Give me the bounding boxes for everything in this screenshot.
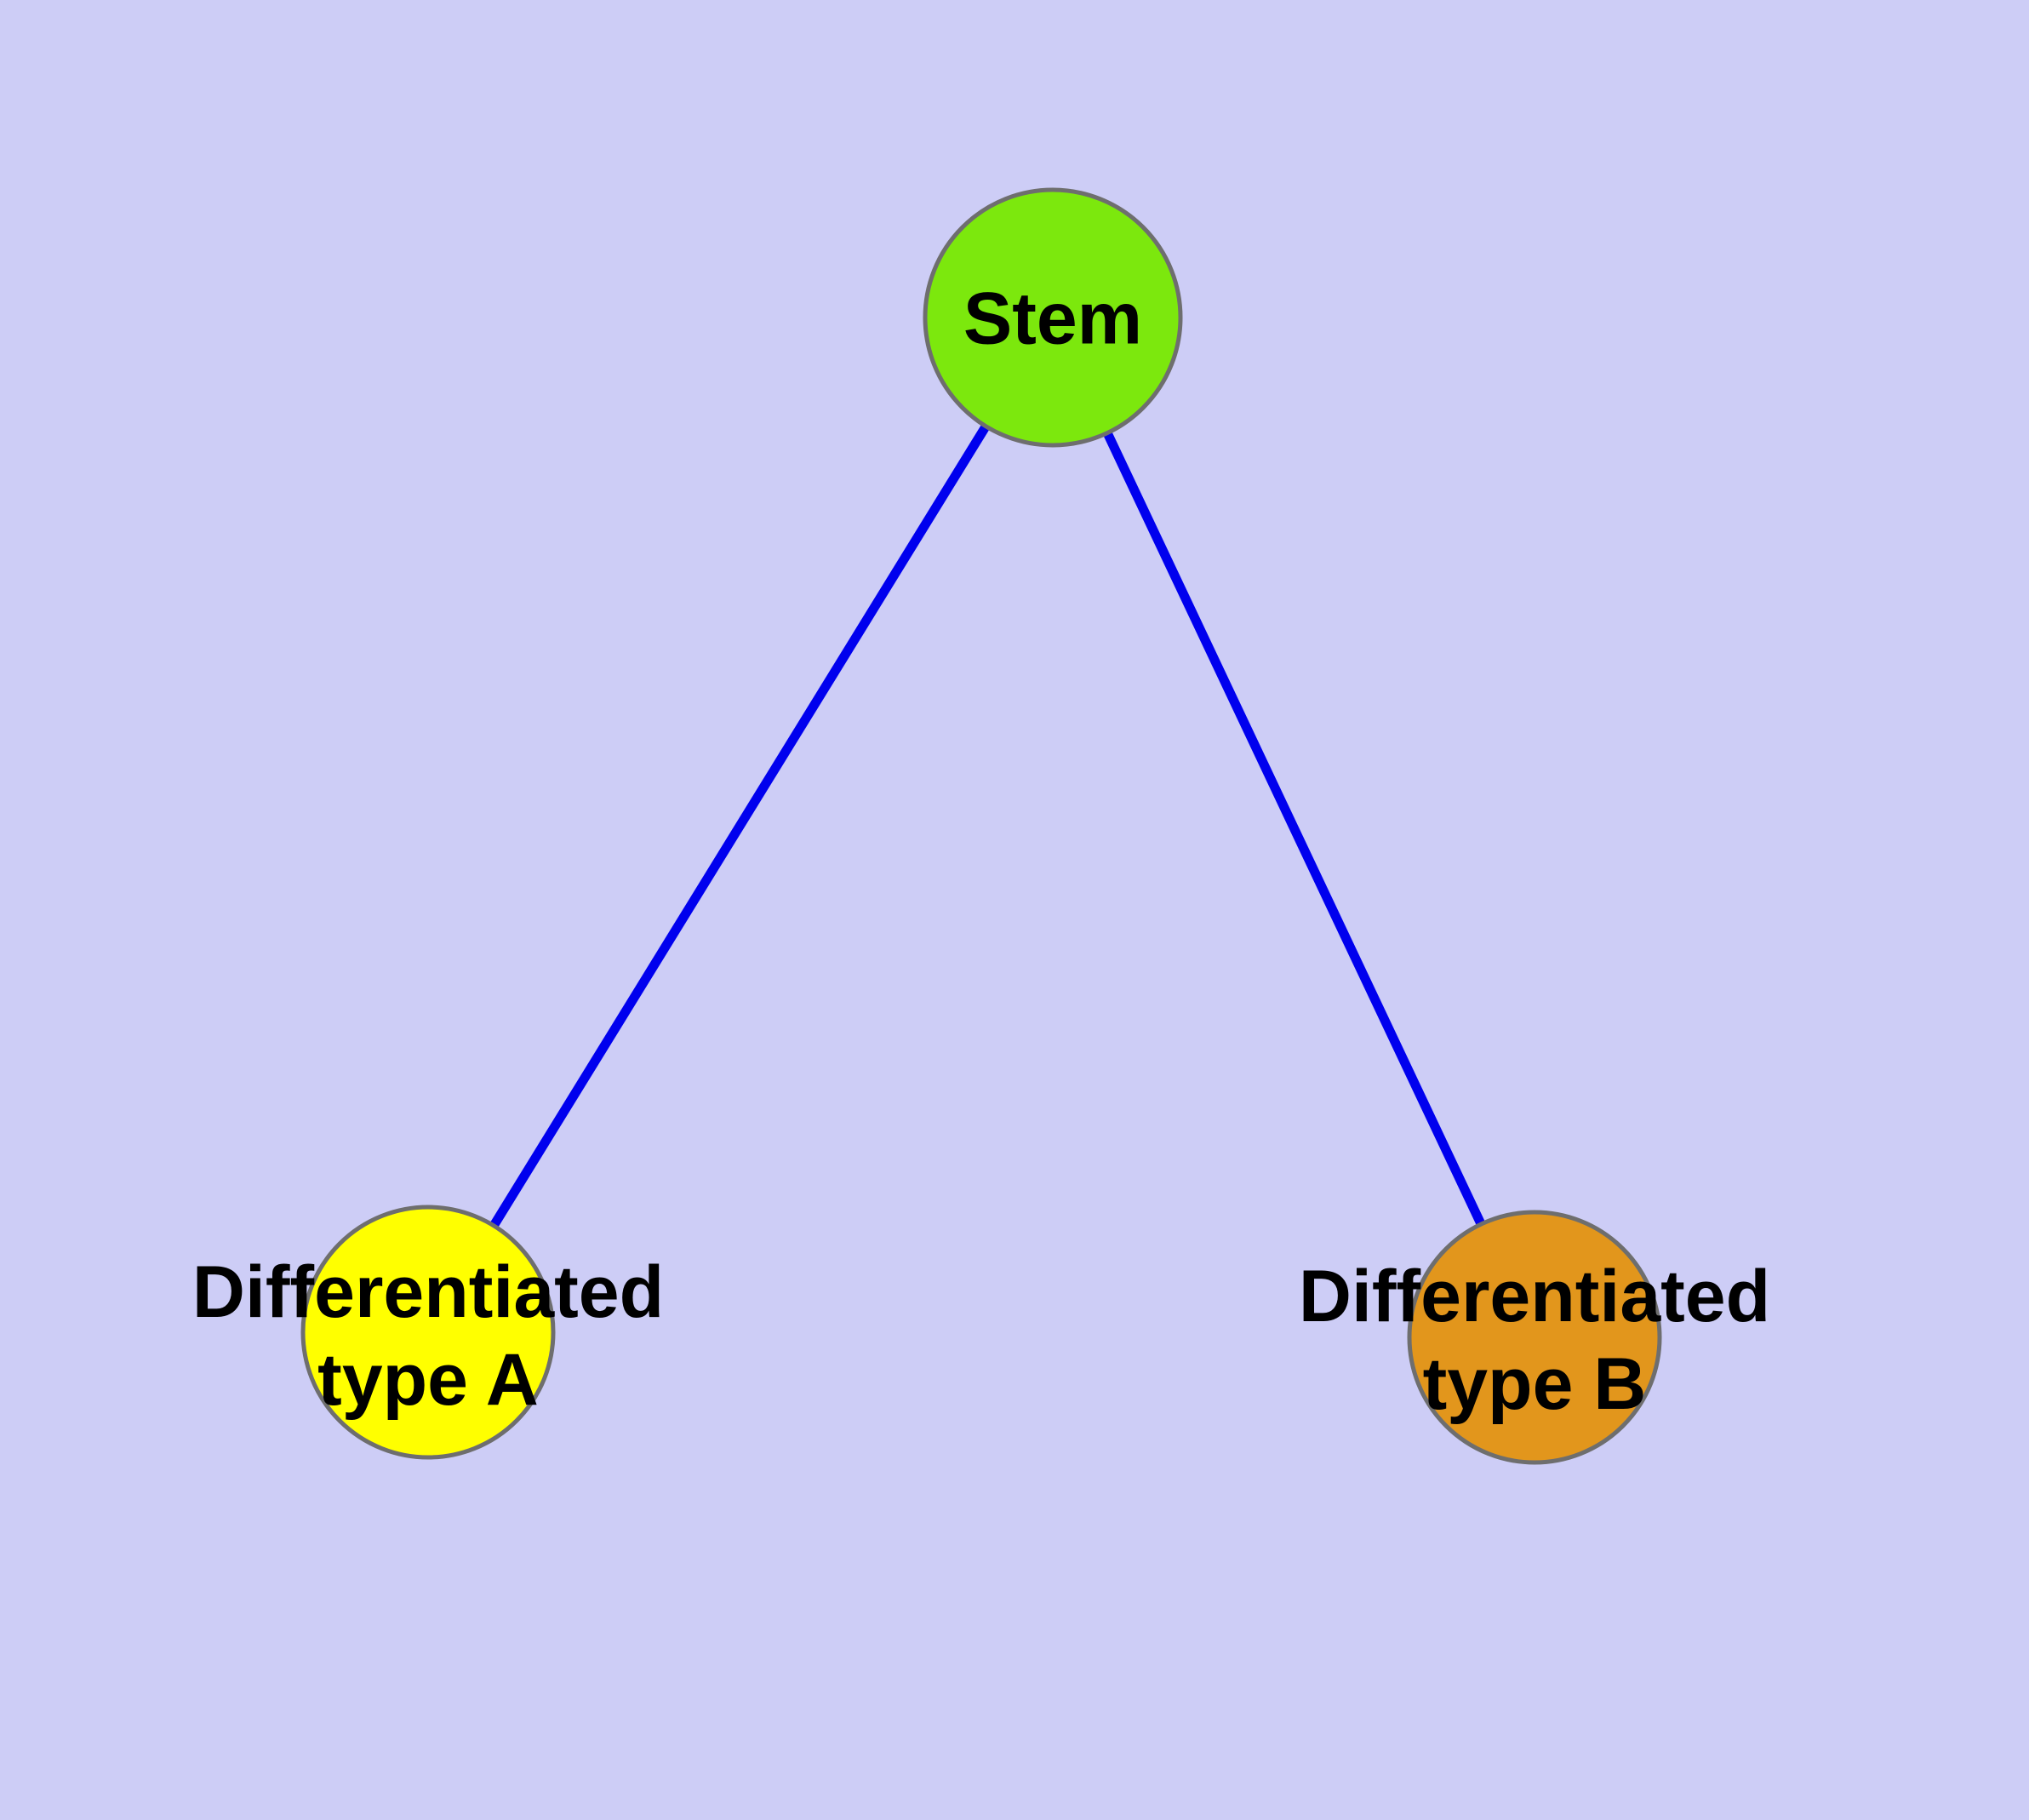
node-label-differentiated-type-b: Differentiated type B <box>1298 1255 1771 1425</box>
node-label-differentiated-type-a: Differentiated type A <box>191 1251 665 1421</box>
edge-stem-to-type-a <box>424 315 1057 1335</box>
node-label-stem: Stem <box>963 278 1143 360</box>
node-differentiated-type-a <box>300 1205 556 1460</box>
node-differentiated-type-b <box>1407 1210 1662 1465</box>
node-stem <box>923 187 1183 448</box>
edge-stem-to-type-b <box>1049 315 1539 1340</box>
